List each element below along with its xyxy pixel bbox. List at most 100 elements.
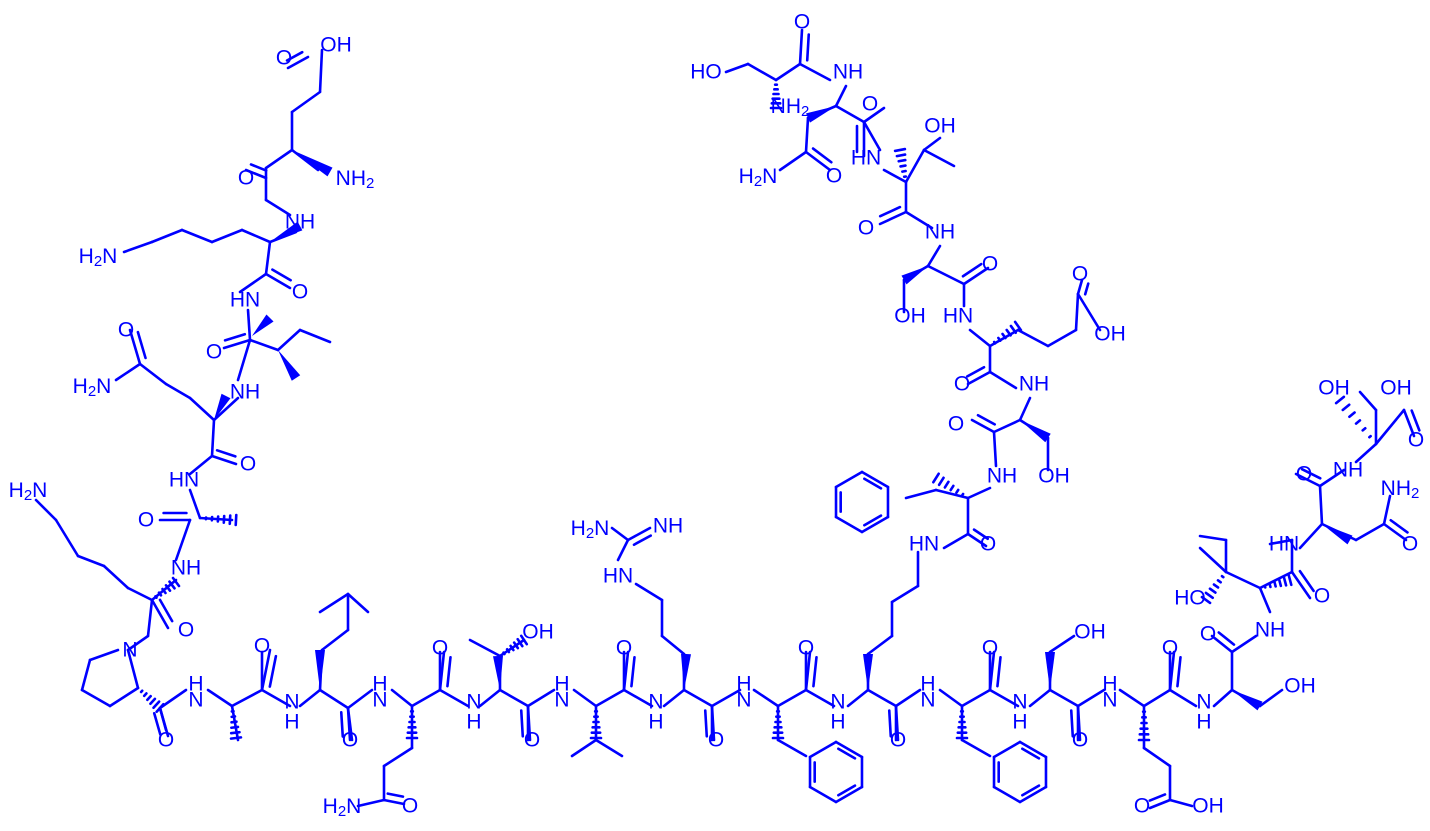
- bond: [190, 398, 214, 420]
- bond: [997, 657, 1000, 686]
- bond: [962, 740, 990, 756]
- atom-label-o: O: [178, 619, 194, 642]
- bond: [868, 690, 896, 706]
- bond: [776, 64, 800, 80]
- bond: [994, 742, 1020, 757]
- bond: [897, 155, 905, 157]
- atom-label-o: O: [524, 729, 540, 752]
- bond: [810, 787, 836, 802]
- atom-label-o: O: [948, 413, 964, 436]
- bond: [1076, 294, 1078, 330]
- atom-label-h: H: [466, 711, 481, 734]
- atom-label-o: O: [238, 167, 254, 190]
- bond: [1376, 410, 1404, 444]
- atom-label-o: O: [982, 253, 998, 276]
- atom-label-h2n: H2N: [739, 165, 778, 190]
- bond: [726, 64, 748, 72]
- bond: [224, 340, 250, 348]
- wedge-bond: [315, 650, 325, 690]
- atom-label-h2n: H2N: [9, 479, 48, 504]
- atom-label-h2n: H2N: [73, 375, 112, 400]
- bond: [662, 636, 684, 654]
- bond: [266, 274, 290, 288]
- bond: [1150, 794, 1165, 800]
- bond: [956, 490, 958, 493]
- atom-label-nh: NH: [833, 61, 863, 84]
- bond: [300, 330, 330, 342]
- atom-label-oh: OH: [1284, 675, 1316, 698]
- bond: [1349, 413, 1354, 417]
- bond: [250, 340, 278, 350]
- bond: [1412, 411, 1420, 431]
- atom-label-oh: OH: [1074, 621, 1106, 644]
- atom-label-o: O: [254, 635, 270, 658]
- bond: [147, 696, 150, 700]
- bond: [388, 794, 403, 797]
- atom-label-o: O: [342, 729, 358, 752]
- bond: [176, 520, 190, 560]
- bond: [1226, 572, 1260, 588]
- atom-label-o: O: [206, 341, 222, 364]
- atom-label-n: N: [1102, 689, 1117, 712]
- atom-label-n: N: [122, 639, 137, 662]
- bond: [899, 160, 906, 161]
- bond: [612, 528, 628, 540]
- bond: [232, 722, 237, 723]
- bond: [500, 690, 528, 706]
- atom-label-o: O: [138, 509, 154, 532]
- bond: [1144, 748, 1170, 766]
- atom-label-h2n: H2N: [571, 517, 610, 542]
- bond: [504, 653, 505, 654]
- bond: [1210, 589, 1215, 593]
- bond: [124, 242, 152, 252]
- bond: [104, 566, 128, 588]
- bond: [1360, 392, 1376, 410]
- bond: [36, 500, 56, 520]
- bond: [152, 230, 182, 242]
- bond: [1048, 330, 1076, 346]
- atom-label-o: O: [1296, 463, 1312, 486]
- bond: [1222, 576, 1223, 577]
- atom-label-n: N: [920, 689, 935, 712]
- bond: [1300, 524, 1322, 548]
- bond: [596, 690, 624, 706]
- bond: [156, 596, 157, 597]
- atom-label-ho: HO: [690, 61, 722, 84]
- bond: [944, 534, 968, 548]
- bond: [933, 474, 938, 482]
- bond: [447, 657, 450, 686]
- atom-label-o: O: [616, 637, 632, 660]
- atom-label-h: H: [830, 711, 845, 734]
- atom-label-oh: OH: [1380, 377, 1412, 400]
- bond: [1007, 330, 1011, 335]
- atom-label-o: O: [858, 217, 874, 240]
- bond: [225, 334, 245, 340]
- atom-label-o: O: [826, 165, 842, 188]
- atom-label-o: O: [1408, 429, 1424, 452]
- atom-label-nh2: NH2: [336, 167, 375, 192]
- bond: [1356, 420, 1360, 423]
- bond: [928, 246, 940, 266]
- atom-label-o: O: [1314, 585, 1330, 608]
- bond: [190, 490, 200, 518]
- bond: [1200, 536, 1226, 540]
- wedge-bond: [292, 150, 333, 176]
- atom-label-nh2: NH2: [1381, 477, 1420, 502]
- atom-label-nh: NH: [1255, 619, 1285, 642]
- bond: [924, 138, 940, 150]
- bond: [705, 710, 707, 736]
- atom-label-o: O: [954, 373, 970, 396]
- bond: [748, 64, 776, 80]
- bond: [868, 636, 892, 654]
- atom-label-nh: NH: [653, 515, 683, 538]
- bond: [813, 657, 816, 686]
- bond: [836, 472, 862, 487]
- bond: [412, 690, 440, 706]
- bond: [140, 364, 166, 384]
- bond: [780, 152, 806, 170]
- bond: [270, 656, 276, 686]
- atom-label-hn: HN: [909, 533, 939, 556]
- wedge-bond: [901, 266, 928, 284]
- atom-label-o: O: [118, 319, 134, 342]
- bond: [1144, 690, 1170, 706]
